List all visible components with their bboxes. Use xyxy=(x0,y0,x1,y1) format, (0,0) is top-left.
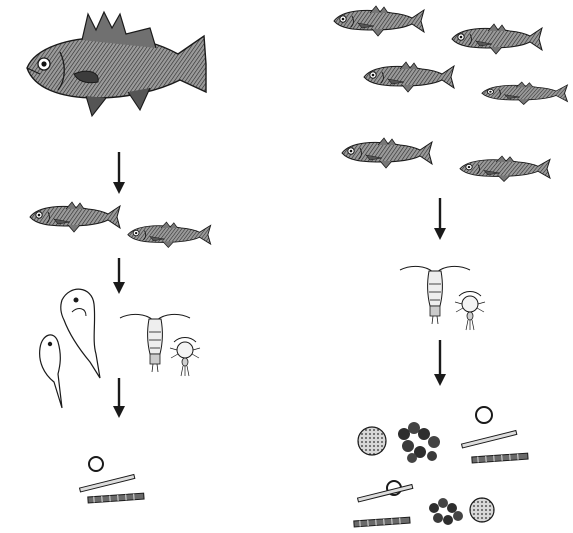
phytoplankton-colony-illustration xyxy=(429,498,463,525)
diatom-chain-illustration xyxy=(88,493,144,503)
left-arrow-2-head xyxy=(113,282,125,294)
small-fish-illustration xyxy=(452,24,542,54)
diatom-rod-illustration xyxy=(80,475,135,492)
diatom-chain-illustration xyxy=(354,517,410,527)
nauplius-larva-illustration xyxy=(455,292,485,331)
phytoplankton-cell-illustration xyxy=(358,427,386,455)
phytoplankton-colony-illustration xyxy=(398,422,440,463)
nauplius-larva-illustration xyxy=(170,338,200,377)
small-fish-illustration xyxy=(482,82,568,105)
right-arrow-2-head xyxy=(434,374,446,386)
large-perch-fish-illustration xyxy=(27,12,206,116)
small-fish-illustration xyxy=(364,62,454,92)
small-fish-illustration xyxy=(460,156,550,182)
daphnia-zooplankton-illustration xyxy=(40,335,62,408)
left-arrow-3-head xyxy=(113,406,125,418)
left-food-chain xyxy=(27,12,211,503)
diatom-rod-illustration xyxy=(358,485,413,502)
small-fish-illustration xyxy=(128,222,211,248)
daphnia-zooplankton-illustration xyxy=(61,289,100,378)
phytoplankton-ring-illustration xyxy=(89,457,103,471)
diatom-rod-illustration xyxy=(462,431,517,448)
small-fish-illustration xyxy=(30,202,120,232)
small-fish-illustration xyxy=(342,138,432,168)
phytoplankton-ring-illustration xyxy=(476,407,492,423)
phytoplankton-cell-illustration xyxy=(470,498,494,522)
right-food-chain xyxy=(334,6,567,527)
left-arrow-1-head xyxy=(113,182,125,194)
small-fish-illustration xyxy=(334,6,424,36)
diatom-chain-illustration xyxy=(472,453,528,463)
right-arrow-1-head xyxy=(434,228,446,240)
copepod-illustration xyxy=(120,314,190,372)
